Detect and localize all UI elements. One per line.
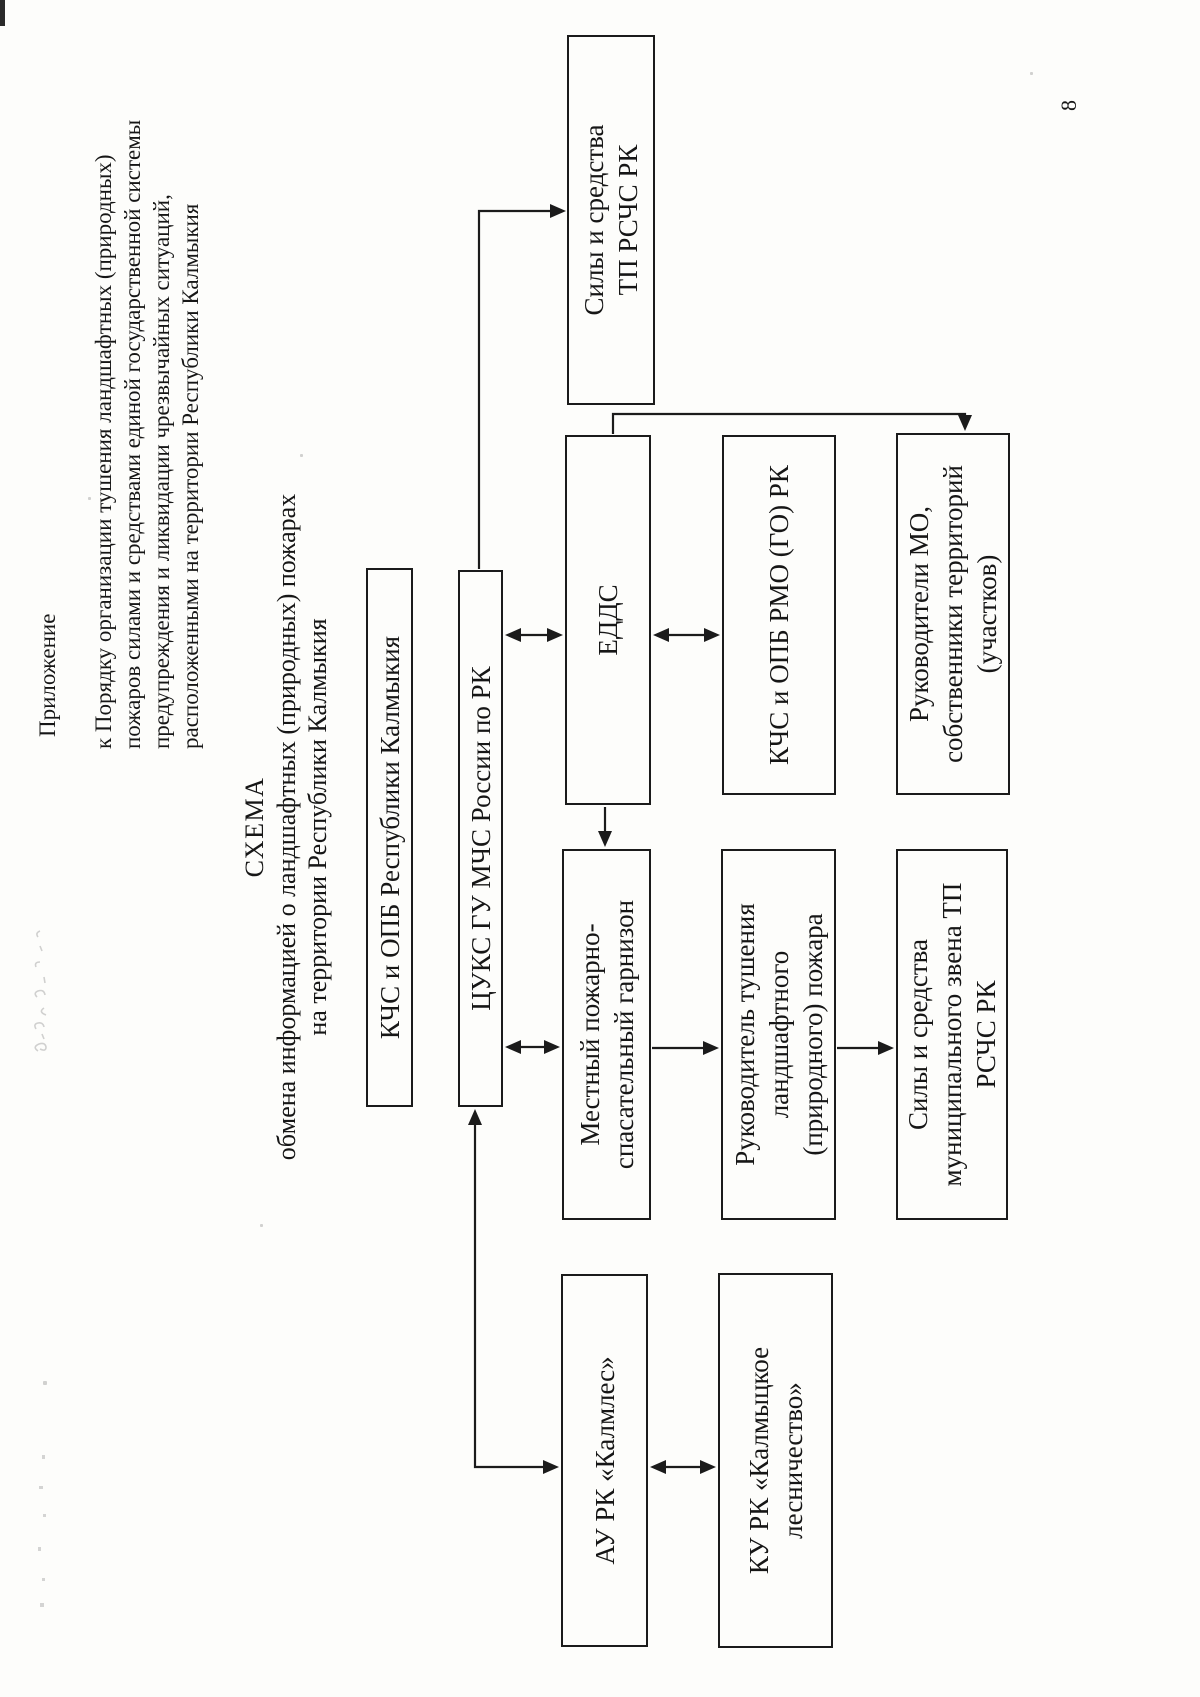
scan-speck xyxy=(43,1381,47,1385)
node-edds: ЕДДС xyxy=(565,435,651,805)
arrow-tsuks-mestny-bidirectional xyxy=(505,1040,560,1054)
node-sily-mun-zvena: Силы и средства муниципального звена ТП … xyxy=(896,849,1008,1220)
node-sily-tp-rschs: Силы и средства ТП РСЧС РК xyxy=(567,35,655,405)
node-rukovoditeli-mo: Руководители МО, собственники территорий… xyxy=(896,433,1010,795)
scan-speck xyxy=(88,497,91,500)
scan-speck xyxy=(300,454,303,457)
arrow-au-rk-ku-rk-bidirectional xyxy=(650,1460,716,1474)
node-ku-rk-lesnichestvo: КУ РК «Калмыцкое лесничество» xyxy=(718,1273,833,1648)
page-number: 8 xyxy=(1056,100,1081,111)
arrow-edds-to-ruk-mo xyxy=(611,412,972,434)
node-rukovoditel-tusheniya: Руководитель тушения ландшафтного (приро… xyxy=(721,849,836,1220)
arrow-mestny-to-rtp xyxy=(652,1041,719,1055)
arrow-edds-kchs-rmo-bidirectional xyxy=(653,628,720,642)
arrow-tsuks-edds-bidirectional xyxy=(505,628,563,642)
arrow-au-rk-tsuks-bidirectional xyxy=(468,1109,559,1474)
node-au-rk-kalmles: АУ РК «Калмлес» xyxy=(561,1274,648,1647)
pencil-speck-row xyxy=(38,1455,46,1607)
scan-speck xyxy=(1030,72,1033,75)
scan-edge-artifact xyxy=(0,0,5,26)
node-kchs-opb-rk: КЧС и ОПБ Республики Калмыкия xyxy=(366,568,413,1107)
scan-speck xyxy=(260,1224,263,1227)
node-mestny-garnizon: Местный пожарно- спасательный гарнизон xyxy=(562,849,651,1220)
node-kchs-opb-rmo: КЧС и ОПБ РМО (ГО) РК xyxy=(722,435,836,795)
node-tsuks-gu-mchs: ЦУКС ГУ МЧС России по РК xyxy=(458,570,503,1107)
pencil-smudge xyxy=(34,930,47,1052)
arrow-rtp-to-sily-mun xyxy=(837,1041,894,1055)
arrow-tsuks-to-sily-tp xyxy=(477,204,566,569)
arrow-edds-to-mestny xyxy=(598,807,612,847)
